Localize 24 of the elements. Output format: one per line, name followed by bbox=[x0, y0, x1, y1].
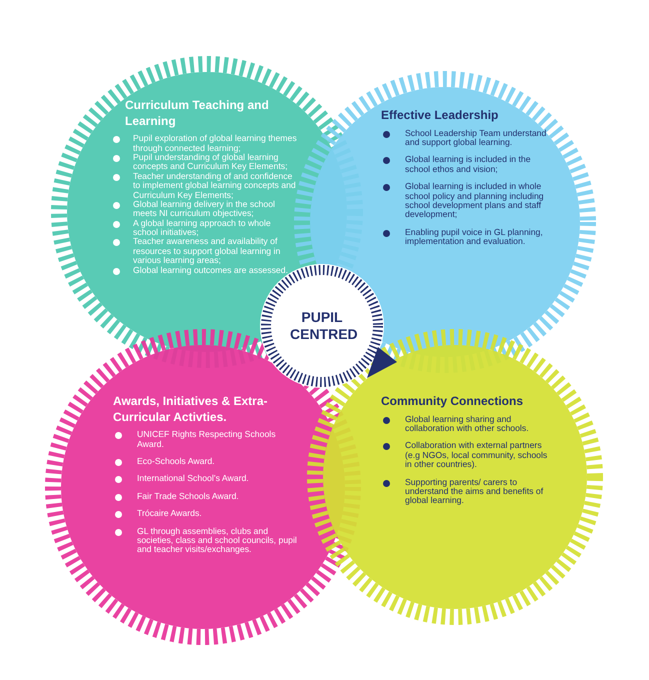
bullet-item: GL through assemblies, clubs and societies, class and school councils, pupil and teacher visits/exchanges. bbox=[113, 526, 303, 555]
bullet-item: A global learning approach to whole school initiatives; bbox=[111, 218, 297, 238]
bullet-item: Fair Trade Schools Award. bbox=[113, 492, 303, 502]
bullet-item: Teacher understanding of and confidence to implement global learning concepts and Curriculum Key Elements; bbox=[111, 172, 297, 200]
bullet-item: Trócaire Awards. bbox=[113, 509, 303, 519]
bullet-item: Collaboration with external partners (e.g NGOs, local community, schools in other countries). bbox=[381, 441, 551, 470]
bullet-item: Enabling pupil voice in GL planning, implementation and evaluation. bbox=[381, 228, 549, 246]
bullet-item: Supporting parents/ carers to understand the aims and benefits of global learning. bbox=[381, 478, 551, 506]
bullet-item: Eco-Schools Award. bbox=[113, 456, 303, 466]
bullet-item: Teacher awareness and availability of resources to support global learning in various learning areas; bbox=[111, 237, 297, 266]
bullet-item: Global learning is included in whole school policy and planning including school development plans and staff development; bbox=[381, 182, 549, 220]
section-heading: Curriculum Teaching and Learning bbox=[124, 98, 270, 130]
bullet-item: Pupil exploration of global learning themes through connected learning; bbox=[111, 134, 297, 153]
bullet-item: Pupil understanding of global learning concepts and Curriculum Key Elements; bbox=[111, 152, 297, 172]
section-heading: Effective Leadership bbox=[381, 108, 500, 124]
bullet-item: International School’s Award. bbox=[113, 474, 303, 484]
bullet-item: UNICEF Rights Respecting Schools Award. bbox=[113, 430, 303, 449]
section-heading: Community Connections bbox=[381, 394, 524, 410]
section-heading: Awards, Initiatives & Extra-Curricular Activties. bbox=[113, 394, 268, 426]
bullet-item: School Leadership Team understand and support global learning. bbox=[381, 128, 549, 148]
center-label: PUPIL CENTRED bbox=[289, 309, 359, 343]
bullet-item: Global learning sharing and collaboration with other schools. bbox=[381, 414, 551, 434]
bullet-item: Global learning is included in the school ethos and vision; bbox=[381, 155, 549, 174]
bullet-item: Global learning delivery in the school meets NI curriculum objectives; bbox=[111, 200, 297, 219]
